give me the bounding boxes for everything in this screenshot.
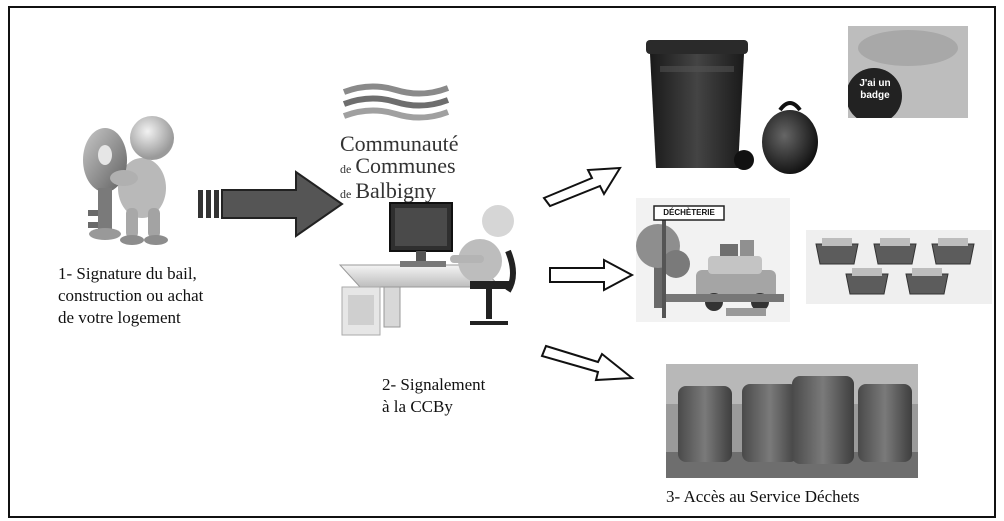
logo-line3: Balbigny: [355, 178, 436, 203]
wheelie-bin-and-bag-illustration: [646, 40, 818, 174]
step3-caption: 3- Accès au Service Déchets: [666, 487, 860, 506]
arrow-to-decheterie-icon: [549, 258, 635, 292]
waves-logo-icon: [342, 83, 450, 121]
skip-containers-illustration: [806, 230, 992, 304]
step1-caption-line1: 1- Signature du bail,: [58, 264, 197, 283]
diagram-frame: [8, 6, 996, 518]
collection-containers-photo: [666, 364, 918, 478]
person-at-computer-illustration: [338, 202, 516, 336]
badge-photo: J'ai un badge: [846, 26, 968, 124]
decheterie-illustration: DÉCHÈTERIE: [636, 198, 790, 322]
logo-line2-small: de: [340, 162, 352, 176]
logo-line3-small: de: [340, 187, 352, 201]
arrow-to-containers-icon: [540, 344, 635, 382]
decheterie-sign-text: DÉCHÈTERIE: [663, 208, 715, 217]
logo-line1: Communauté: [340, 131, 459, 156]
step2-caption-line1: 2- Signalement: [382, 375, 486, 394]
big-arrow-right-icon: [198, 170, 344, 238]
arrow-to-bins-icon: [542, 166, 622, 208]
badge-text-line1: J'ai un: [859, 78, 891, 89]
badge-text-line2: badge: [860, 90, 890, 101]
step2-caption-line2: à la CCBy: [382, 397, 453, 416]
step1-caption-line3: de votre logement: [58, 308, 181, 327]
decheterie-scene-icon: [636, 198, 790, 322]
badge-hand-icon: [846, 26, 968, 124]
person-with-key-illustration: [83, 116, 174, 245]
ccby-logo: Communauté de Communes de Balbigny: [340, 82, 510, 202]
logo-line2: Communes: [355, 153, 456, 178]
step1-caption-line2: construction ou achat: [58, 286, 204, 305]
